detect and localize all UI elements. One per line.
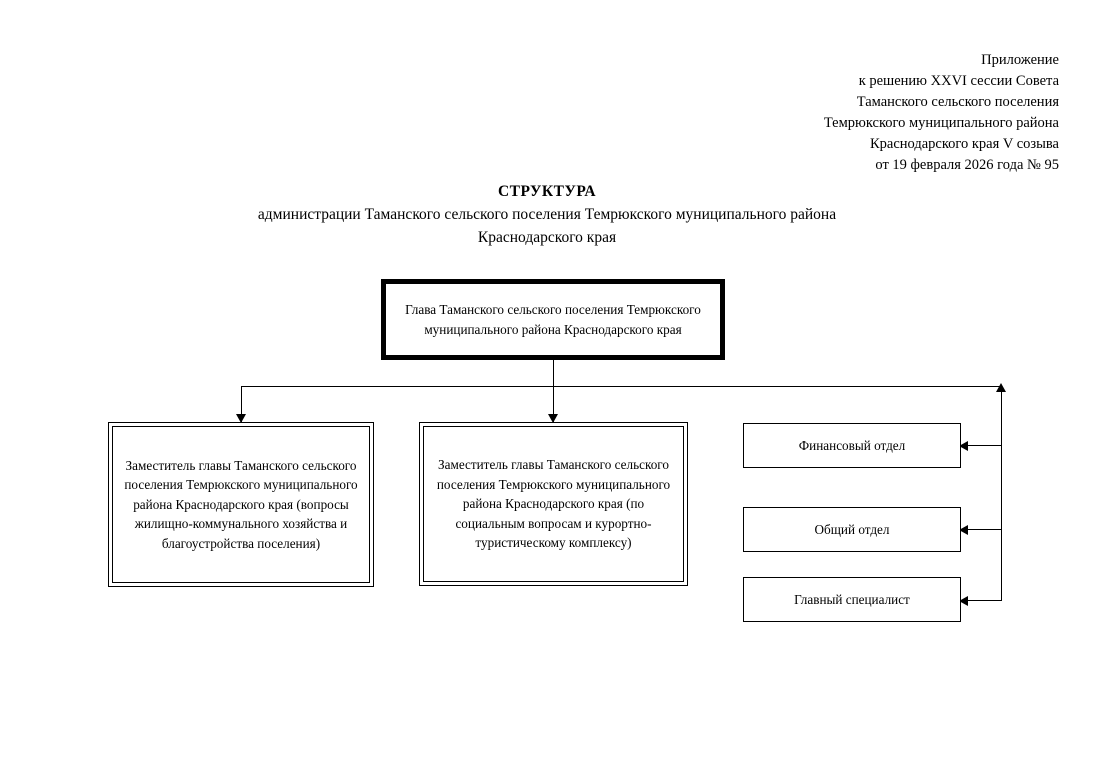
arrow-to-deputy-social bbox=[548, 414, 558, 423]
node-head-of-settlement[interactable]: Глава Таманского сельского поселения Тем… bbox=[381, 279, 725, 360]
node-head-inner: Глава Таманского сельского поселения Тем… bbox=[385, 283, 721, 356]
arrow-to-chief-specialist bbox=[959, 596, 968, 606]
title-subtitle-line-2: Краснодарского края bbox=[477, 229, 617, 246]
arrow-right-column-to-bus bbox=[996, 383, 1006, 392]
node-deputy-social-inner: Заместитель главы Таманского сельского п… bbox=[423, 426, 684, 582]
appendix-header: Приложение к решению XXVI сессии Совета … bbox=[729, 50, 1059, 176]
arrow-to-deputy-zhkh bbox=[236, 414, 246, 423]
node-deputy-housing-utilities[interactable]: Заместитель главы Таманского сельского п… bbox=[108, 422, 374, 587]
node-deputy-social-resort[interactable]: Заместитель главы Таманского сельского п… bbox=[419, 422, 688, 586]
node-deputy-housing-inner: Заместитель главы Таманского сельского п… bbox=[112, 426, 370, 583]
node-head-label: Глава Таманского сельского поселения Тем… bbox=[405, 302, 701, 337]
appendix-line-2: к решению XXVI сессии Совета bbox=[858, 73, 1059, 89]
title-main: СТРУКТУРА bbox=[497, 183, 597, 200]
connector-bus-to-right-column bbox=[1001, 386, 1002, 600]
arrow-to-general-dept bbox=[959, 525, 968, 535]
connector-to-general-dept bbox=[966, 529, 1002, 530]
node-financial-department[interactable]: Финансовый отдел bbox=[743, 423, 961, 468]
connector-bus-to-deputy-zhkh bbox=[241, 386, 242, 422]
node-financial-department-label: Финансовый отдел bbox=[798, 437, 906, 453]
appendix-line-6: от 19 февраля 2026 года № 95 bbox=[875, 157, 1059, 173]
node-chief-specialist-label: Главный специалист bbox=[794, 591, 910, 607]
connector-to-chief-specialist bbox=[966, 600, 1002, 601]
node-chief-specialist[interactable]: Главный специалист bbox=[743, 577, 961, 622]
node-deputy-social-label: Заместитель главы Таманского сельского п… bbox=[436, 457, 671, 551]
connector-head-to-center-vertical bbox=[553, 360, 554, 422]
connector-horizontal-bus bbox=[241, 386, 1002, 387]
appendix-line-4: Темрюкского муниципального района bbox=[823, 115, 1059, 131]
page-title: СТРУКТУРА администрации Таманского сельс… bbox=[0, 180, 1094, 249]
title-subtitle-line-1: администрации Таманского сельского посел… bbox=[257, 206, 837, 223]
appendix-line-5: Краснодарского края V созыва bbox=[869, 136, 1059, 152]
arrow-to-financial-dept bbox=[959, 441, 968, 451]
node-deputy-housing-label: Заместитель главы Таманского сельского п… bbox=[124, 457, 358, 551]
node-general-department-label: Общий отдел bbox=[814, 521, 890, 537]
node-general-department[interactable]: Общий отдел bbox=[743, 507, 961, 552]
connector-to-financial-dept bbox=[966, 445, 1002, 446]
appendix-line-1: Приложение bbox=[981, 52, 1059, 68]
appendix-line-3: Таманского сельского поселения bbox=[856, 94, 1059, 110]
